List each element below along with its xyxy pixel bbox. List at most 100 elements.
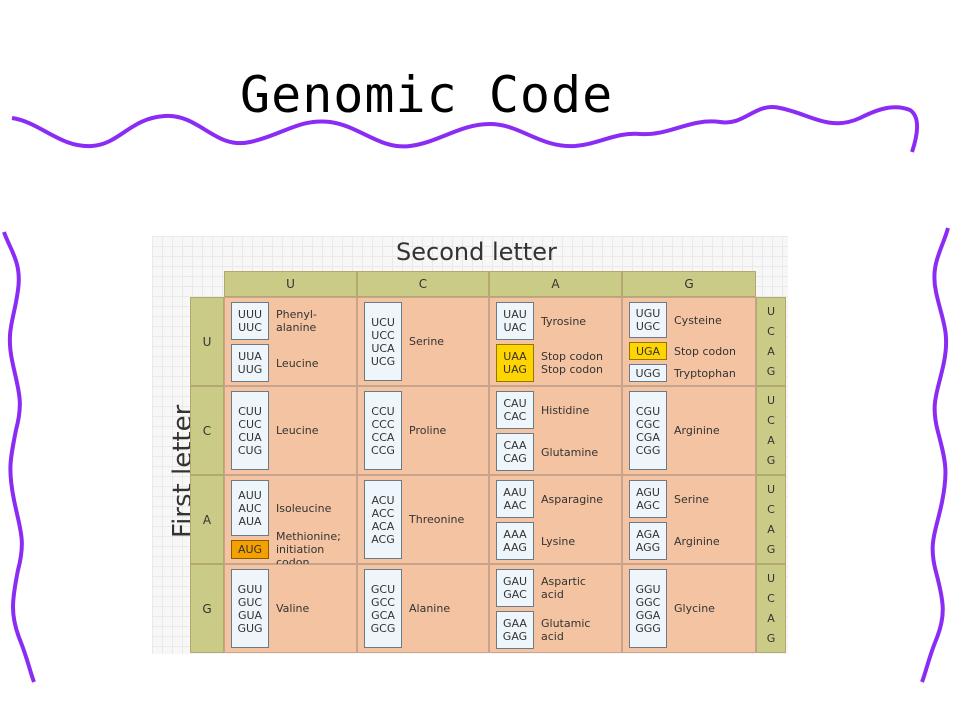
codon-GGG: GGG [635,621,661,635]
third-letter-C: C [767,503,775,517]
third-letter-G: G [766,631,776,645]
codon-GAG: GAG [502,630,528,643]
top-wave-line [11,105,919,153]
amino-acid-label: Serine [674,492,710,506]
amino-acid-label: Valine [276,602,310,615]
amino-acid-label: Serine [409,335,445,348]
third-letter-C: C [767,414,775,428]
codon-GCU: GCU [370,582,396,596]
third-letter-G: G [766,364,776,378]
codon-GUG: GUG [237,621,263,635]
codon-CCG: CCG [371,443,395,457]
codon-GAU: GAU [502,575,528,588]
codon-GCG: GCG [370,621,396,635]
codon-AUA: AUA [238,514,262,528]
codon-group: UGA [629,342,667,360]
codon-GCC: GCC [371,595,395,609]
left-wave-line [2,231,36,683]
codon-GUA: GUA [237,608,263,622]
codon-GAC: GAC [503,588,527,601]
third-letter-G: G [766,453,776,467]
amino-acid-label: Threonine [409,513,465,526]
amino-acid-label: Glutamic acid [541,617,591,643]
amino-acid-label: Stop codon Stop codon [541,350,603,376]
codon-AAA: AAA [503,528,527,541]
codon-CGA: CGA [636,430,660,444]
codon-UCU: UCU [371,315,395,329]
third-letter-U: U [766,305,776,319]
codon-ACU: ACU [371,493,395,507]
codon-GAA: GAA [503,617,527,630]
col-header-G: G [622,271,756,297]
codon-AUG: AUG [237,543,263,556]
codon-AAU: AAU [503,486,527,499]
second-letter-label: Second letter [396,238,557,266]
amino-acid-label: Glycine [674,602,715,615]
codon-UGC: UGC [635,320,661,333]
codon-ACC: ACC [371,506,395,520]
codon-AAG: AAG [503,541,527,554]
third-letter-C: C [767,325,775,339]
codon-AGC: AGC [636,499,660,512]
codon-CCC: CCC [371,417,395,431]
col-header-A: A [489,271,622,297]
codon-CAU: CAU [503,397,527,410]
amino-acid-label: Stop codon [674,344,736,358]
amino-acid-label: Histidine [541,403,590,417]
codon-CAC: CAC [503,410,527,423]
codon-UUG: UUG [237,363,263,376]
codon-group: AUG [231,540,269,559]
codon-UCC: UCC [371,328,395,342]
codon-AUU: AUU [238,488,262,502]
third-letter-A: A [767,344,775,358]
third-letter-C: C [767,592,775,606]
row-header-C: C [190,386,224,475]
third-letter-G: G [766,542,776,556]
row-header-A: A [190,475,224,564]
codon-ACA: ACA [371,519,395,533]
amino-acid-label: Leucine [276,356,319,370]
codon-GCA: GCA [371,608,395,622]
amino-acid-label: Lysine [541,534,576,548]
codon-group: UGG [629,364,667,382]
codon-AGU: AGU [636,486,660,499]
col-header-C: C [357,271,489,297]
amino-acid-label: Tyrosine [541,314,587,328]
codon-CGU: CGU [635,404,661,418]
codon-GGA: GGA [635,608,661,622]
amino-acid-label: Tryptophan [674,366,736,380]
amino-acid-label: Asparagine [541,492,604,506]
amino-acid-label: Cysteine [674,313,722,327]
slide-title: Genomic Code [240,66,614,124]
codon-GUC: GUC [237,595,263,609]
amino-acid-label: Alanine [409,602,451,615]
amino-acid-label: Phenyl- alanine [276,308,317,334]
codon-UGG: UGG [635,366,661,380]
codon-AAC: AAC [503,499,527,512]
codon-UAA: UAA [503,350,527,363]
amino-acid-label: Isoleucine [276,501,332,515]
codon-UUA: UUA [238,350,262,363]
codon-UAG: UAG [503,363,527,376]
third-letter-U: U [766,394,776,408]
codon-UCG: UCG [370,354,396,368]
codon-CGC: CGC [636,417,660,431]
